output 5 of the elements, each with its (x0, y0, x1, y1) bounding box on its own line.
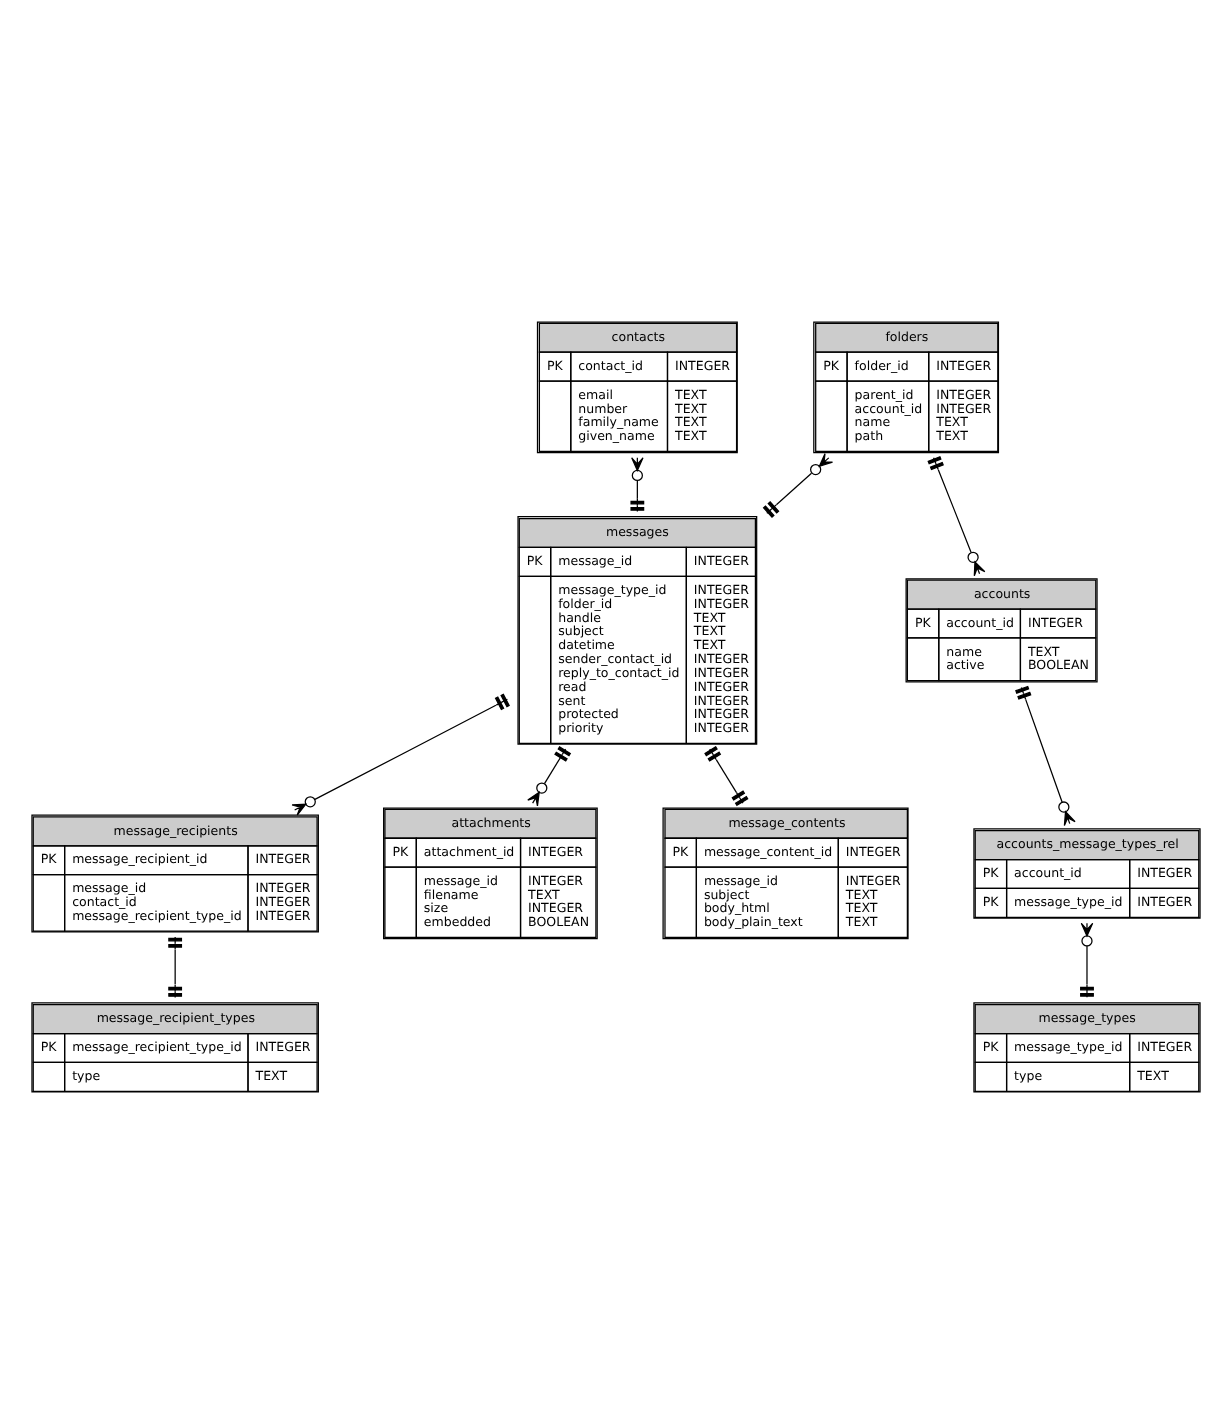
connector (1015, 684, 1076, 826)
connector (704, 745, 749, 806)
connector (527, 745, 572, 806)
connector (762, 452, 834, 517)
connector (927, 454, 986, 576)
